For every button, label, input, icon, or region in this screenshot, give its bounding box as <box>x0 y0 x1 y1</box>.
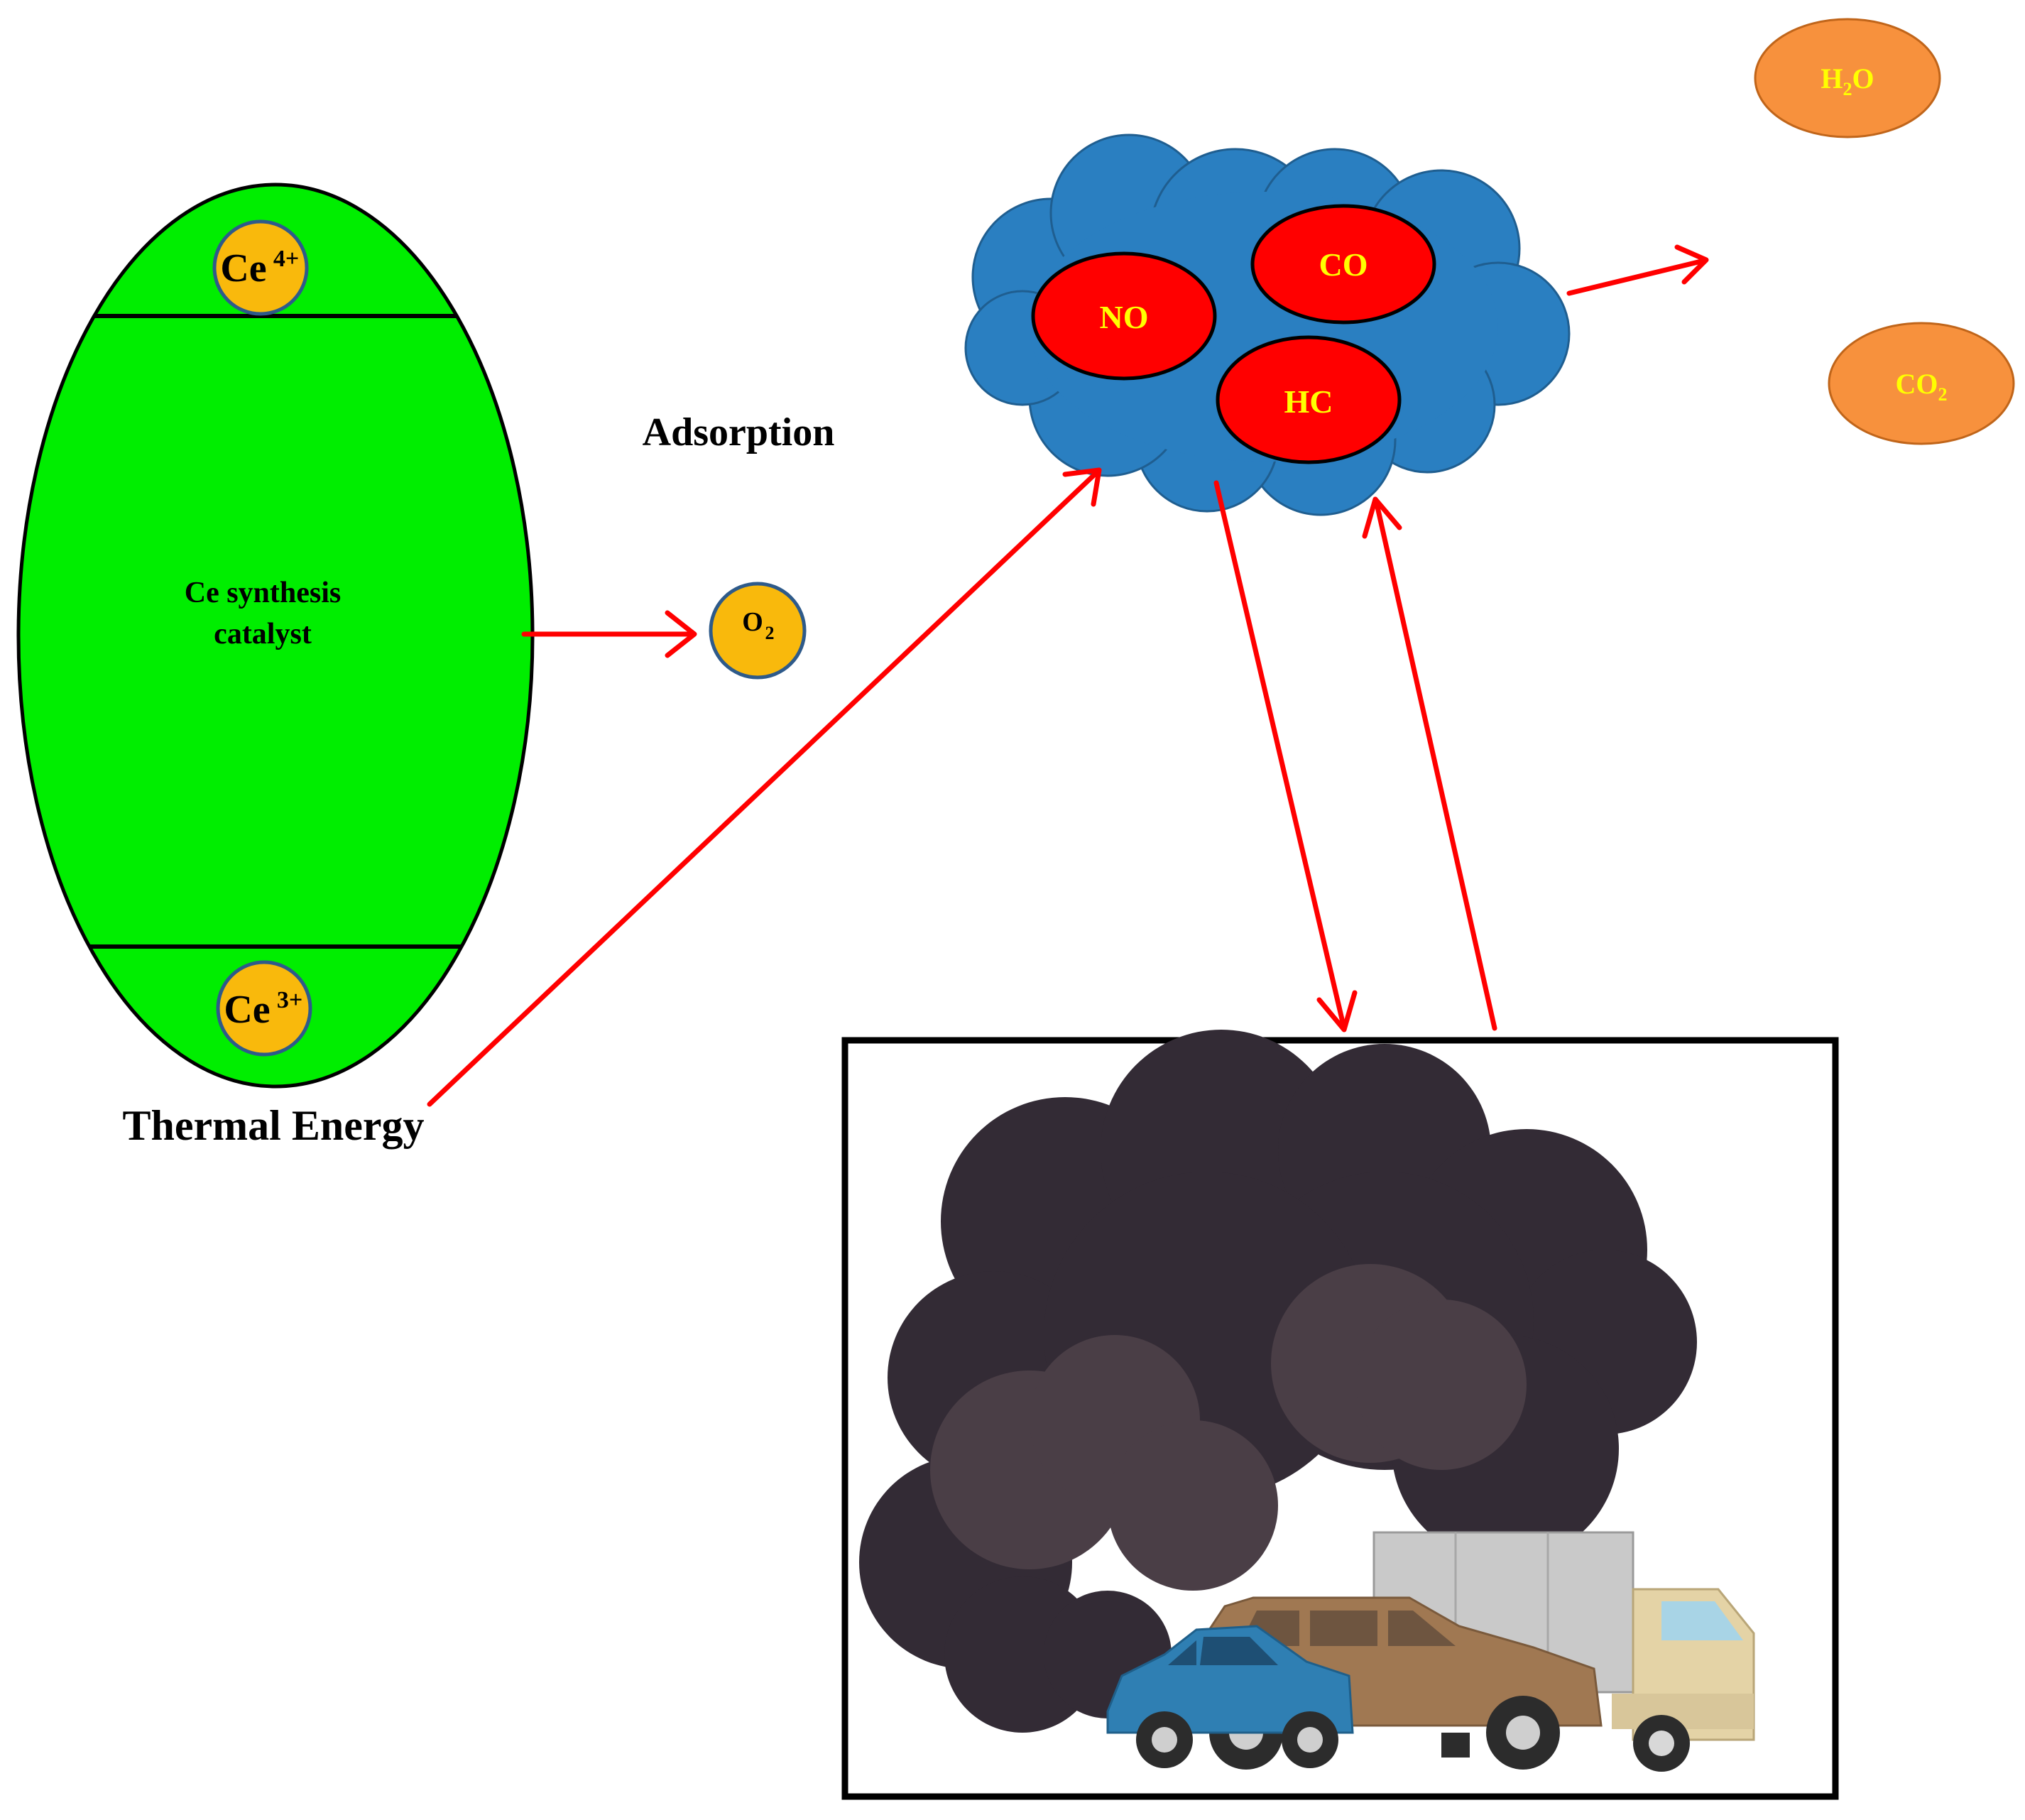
arrows <box>427 244 1709 1107</box>
hc-label: HC <box>1284 383 1333 420</box>
oxygen-base: O <box>742 607 763 637</box>
no-blob: NO <box>1031 251 1217 381</box>
ce3-charge: 3+ <box>277 987 302 1013</box>
vehicle-emission-illustration <box>841 1030 1839 1800</box>
ce4-charge: 4+ <box>273 246 299 272</box>
catalyst-label-line1: Ce synthesis <box>185 577 342 609</box>
co2-product: CO2 <box>1828 322 2015 445</box>
arrow-vehicles-to-cloud <box>1362 496 1497 1031</box>
no-label: NO <box>1100 299 1149 335</box>
ce4-base: Ce <box>220 246 266 290</box>
ce3-base: Ce <box>224 988 270 1032</box>
oxygen-molecule: O 2 <box>709 582 807 680</box>
ce3-ion: Ce 3+ <box>216 960 312 1057</box>
adsorption-label: Adsorption <box>643 410 835 454</box>
co-label: CO <box>1319 246 1368 283</box>
co2-subscript: 2 <box>1938 384 1948 405</box>
arrow-cloud-to-vehicles <box>1213 480 1358 1032</box>
h2o-part-b: O <box>1852 62 1874 94</box>
h2o-subscript: 2 <box>1843 79 1852 99</box>
catalyst-label-line2: catalyst <box>214 618 312 650</box>
thermal-energy-label: Thermal Energy <box>123 1102 425 1149</box>
catalyst-oval: Ce synthesis catalyst <box>16 182 535 1089</box>
svg-text:CO2: CO2 <box>1896 368 1948 405</box>
h2o-part-a: H <box>1821 62 1843 94</box>
arrow-cloud-to-products <box>1566 244 1709 296</box>
oxygen-subscript: 2 <box>765 623 775 643</box>
arrow-catalyst-to-oxygen <box>521 610 697 658</box>
svg-text:H2O: H2O <box>1821 62 1874 99</box>
co-blob: CO <box>1250 204 1436 325</box>
arrow-thermal-to-cloud <box>427 467 1102 1107</box>
svg-text:catalyst: catalyst <box>214 618 312 650</box>
svg-text:Ce synthesis: Ce synthesis <box>185 577 342 609</box>
hc-blob: HC <box>1216 335 1402 464</box>
co2-part-a: CO <box>1896 368 1938 400</box>
h2o-product: H2O <box>1754 18 1941 138</box>
ce4-ion: Ce 4+ <box>212 219 309 316</box>
blue-car <box>1106 1625 1354 1768</box>
